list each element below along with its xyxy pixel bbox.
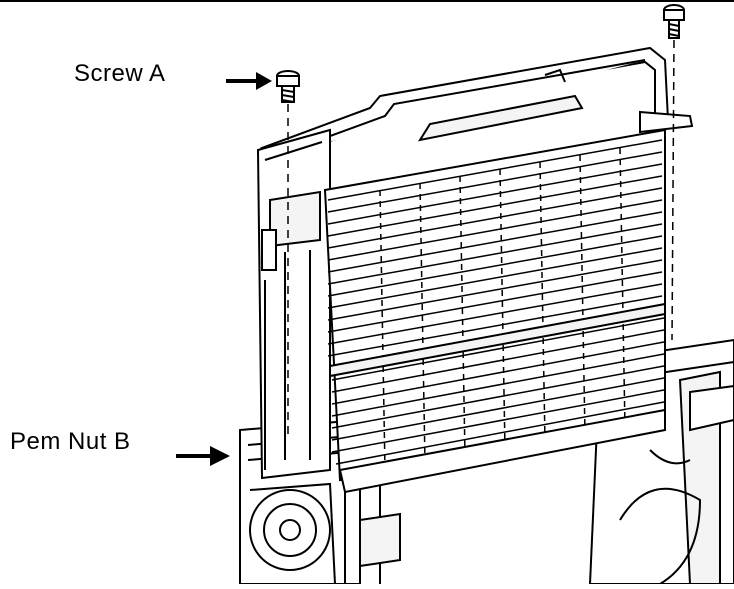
screw-right-guide-line bbox=[671, 39, 675, 341]
screw-right-icon bbox=[663, 4, 685, 39]
card-stack bbox=[323, 128, 666, 482]
cage-bottom-rail bbox=[338, 408, 666, 584]
cage-handle bbox=[260, 46, 694, 162]
pem-nut-b-label: Pem Nut B bbox=[10, 428, 131, 455]
cage-left-panel bbox=[256, 128, 331, 480]
screw-a-arrow-icon bbox=[226, 72, 272, 90]
screw-a-label: Screw A bbox=[74, 60, 166, 87]
pem-nut-b-arrow-icon bbox=[176, 446, 230, 466]
screw-a-icon bbox=[276, 70, 300, 103]
